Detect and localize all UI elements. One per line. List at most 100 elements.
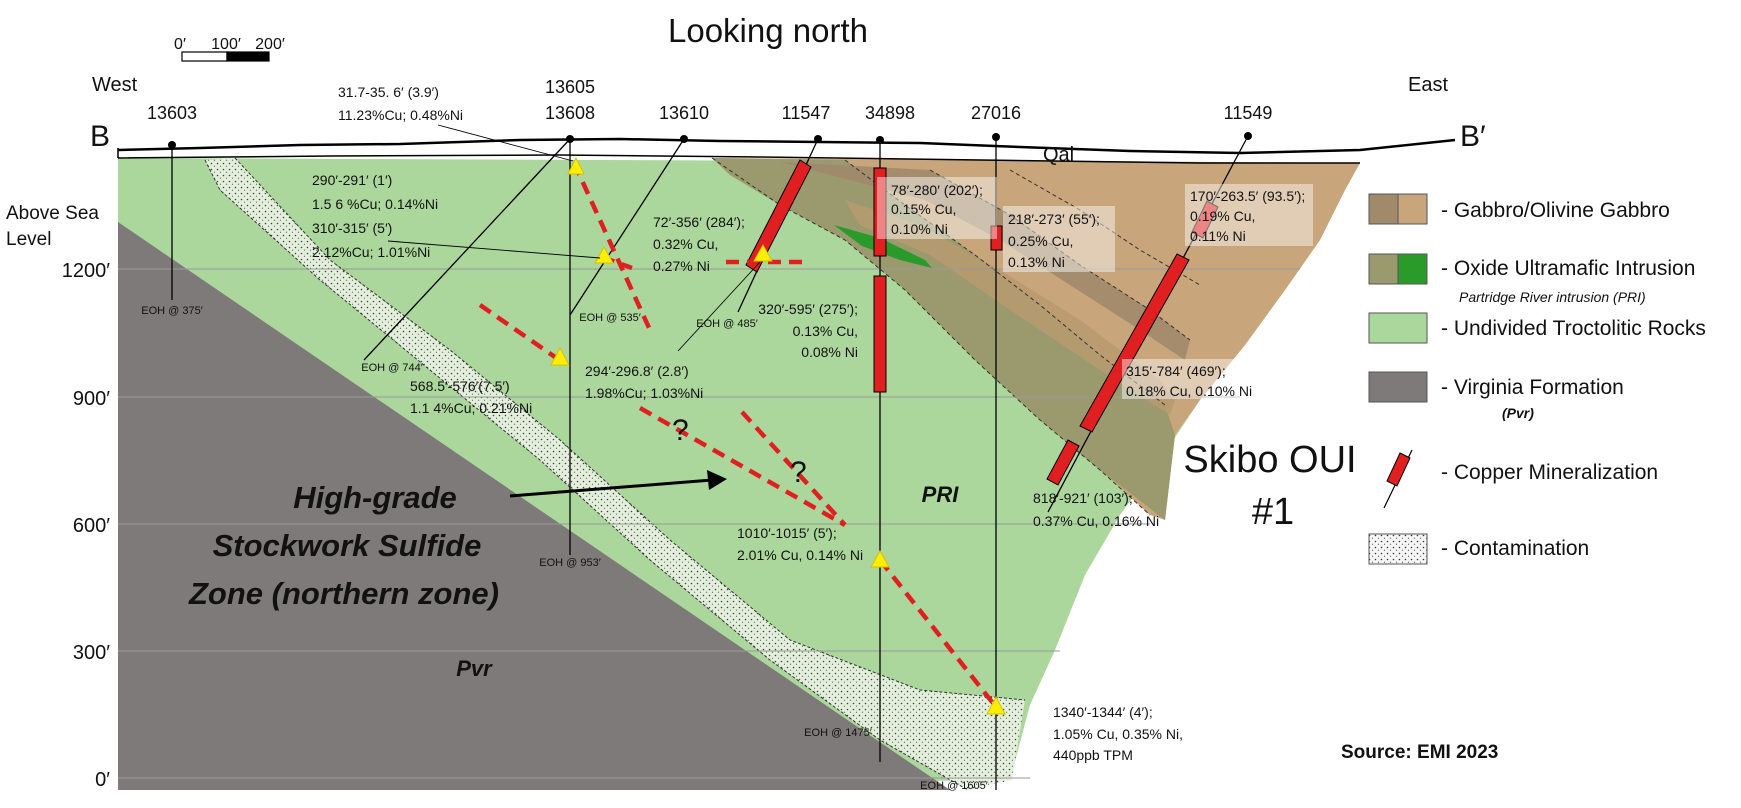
- intercept-2-line-1: 290′-291′ (1′): [312, 172, 392, 188]
- intercept-4: 78′-280′ (202′); 0.15% Cu, 0.10% Ni: [891, 182, 983, 237]
- legend-label-contamination: - Contamination: [1441, 537, 1589, 560]
- scale-tick-0: 0′: [174, 36, 186, 53]
- elevation-tick-0: 0′: [95, 769, 110, 791]
- hole-id-13610: 13610: [659, 103, 709, 123]
- intercept-2-line-3: 310′-315′ (5′): [312, 220, 392, 236]
- intercept-6-line-1: 170′-263.5′ (93.5′);: [1190, 188, 1305, 204]
- intercept-13-line-2: 1.05% Cu, 0.35% Ni,: [1053, 726, 1183, 742]
- eoh-34898: EOH @ 1475′: [804, 727, 872, 739]
- intercept-7-line-3: 0.08% Ni: [801, 344, 858, 360]
- intercept-13-line-3: 440ppb TPM: [1053, 747, 1133, 763]
- eoh-13608: EOH @ 953′: [539, 557, 601, 569]
- legend-item-contamination: - Contamination: [1368, 533, 1589, 565]
- intercept-4-line-3: 0.10% Ni: [891, 221, 948, 237]
- ground-surface: [117, 137, 1456, 155]
- intercept-5-line-1: 218′-273′ (55′);: [1008, 211, 1100, 227]
- intercept-1: 31.7-35. 6′ (3.9′) 11.23%Cu; 0.48%Ni: [338, 84, 463, 123]
- high-grade-intercept-markers: [550, 156, 1006, 715]
- hole-id-13605: 13605: [545, 77, 595, 97]
- intercept-6: 170′-263.5′ (93.5′); 0.19% Cu, 0.11% Ni: [1190, 188, 1305, 244]
- section-end-label: B′: [1460, 120, 1486, 153]
- title: Looking north: [668, 12, 868, 49]
- legend-item-oxide-ultramafic: - Oxide Ultramafic Intrusion Partridge R…: [1368, 253, 1695, 305]
- east-label: East: [1408, 74, 1448, 96]
- leader-lines: [387, 124, 761, 352]
- scale-tick-200: 200′: [255, 36, 285, 53]
- legend-sublabel-pvr: (Pvr): [1502, 405, 1534, 421]
- eoh-13605: EOH @ 744′: [361, 362, 423, 374]
- copper-mineralization-intervals: [745, 159, 1219, 486]
- intercept-10-line-2: 0.18% Cu, 0.10% Ni: [1126, 383, 1252, 399]
- contamination-band: [205, 158, 1025, 790]
- legend-item-gabbro: - Gabbro/Olivine Gabbro: [1368, 193, 1670, 225]
- eoh-11547: EOH @ 485′: [696, 318, 758, 330]
- legend-label-oxide-ultramafic: - Oxide Ultramafic Intrusion: [1441, 257, 1695, 280]
- hole-id-13608: 13608: [545, 103, 595, 123]
- legend-label-gabbro: - Gabbro/Olivine Gabbro: [1441, 199, 1670, 222]
- legend-item-copper: - Copper Mineralization: [1383, 449, 1658, 509]
- hole-id-11549: 11549: [1224, 103, 1273, 123]
- intercept-4-line-1: 78′-280′ (202′);: [891, 182, 983, 198]
- hole-id-13603: 13603: [147, 103, 197, 123]
- qal-label: Qal: [1043, 144, 1074, 166]
- elevation-tick-1200: 1200′: [62, 260, 110, 282]
- legend-item-virginia: - Virginia Formation (Pvr): [1368, 371, 1624, 421]
- hole-id-27016: 27016: [971, 103, 1021, 123]
- hole-id-34898: 34898: [865, 103, 915, 123]
- zone-label-line-3: Zone (northern zone): [188, 576, 499, 611]
- intercept-11-line-2: 0.37% Cu, 0.16% Ni: [1033, 513, 1159, 529]
- intercept-7: 320′-595′ (275′); 0.13% Cu, 0.08% Ni: [758, 301, 858, 360]
- eoh-13610: EOH @ 535′: [579, 312, 641, 324]
- elevation-tick-900: 900′: [73, 388, 110, 410]
- legend-item-troctolitic: - Undivided Troctolitic Rocks: [1368, 312, 1706, 344]
- scale-tick-100: 100′: [211, 36, 241, 53]
- virginia-formation: [118, 222, 950, 790]
- source-note: Source: EMI 2023: [1341, 742, 1498, 763]
- pri-label: PRI: [922, 482, 960, 507]
- intercept-3-line-3: 0.27% Ni: [653, 258, 710, 274]
- hole-id-11547: 11547: [782, 103, 831, 123]
- intercept-10-line-1: 315′-784′ (469′);: [1126, 363, 1226, 379]
- intercept-9-line-2: 1.98%Cu; 1.03%Ni: [585, 385, 703, 401]
- skibo-label-line-1: Skibo OUI: [1183, 439, 1356, 481]
- intercept-11: 818′-921′ (103′); 0.37% Cu, 0.16% Ni: [1033, 490, 1159, 529]
- intercept-9: 294′-296.8′ (2.8′) 1.98%Cu; 1.03%Ni: [585, 363, 703, 401]
- intercept-6-line-2: 0.19% Cu,: [1190, 208, 1255, 224]
- elevation-tick-300: 300′: [73, 642, 110, 664]
- elevation-axis-label-1: Above Sea: [6, 203, 99, 224]
- intercept-8-line-2: 1.1 4%Cu; 0.21%Ni: [410, 400, 532, 416]
- intercept-1-line-2: 11.23%Cu; 0.48%Ni: [338, 107, 463, 123]
- zone-arrow: [509, 470, 727, 498]
- question-mark-1: ?: [672, 414, 689, 447]
- intercept-10: 315′-784′ (469′); 0.18% Cu, 0.10% Ni: [1126, 363, 1252, 399]
- intercept-3-line-2: 0.32% Cu,: [653, 236, 718, 252]
- intercept-13-line-1: 1340′-1344′ (4′);: [1053, 704, 1153, 720]
- intercept-7-line-2: 0.13% Cu,: [793, 323, 858, 339]
- intercept-4-line-2: 0.15% Cu,: [891, 201, 956, 217]
- west-label: West: [92, 74, 138, 96]
- intercept-12-line-1: 1010′-1015′ (5′);: [737, 525, 837, 541]
- intercept-5-line-2: 0.25% Cu,: [1008, 233, 1073, 249]
- legend-label-virginia: - Virginia Formation: [1441, 376, 1624, 399]
- intercept-2-line-4: 2.12%Cu; 1.01%Ni: [312, 244, 430, 260]
- section-start-label: B: [90, 120, 110, 153]
- intercept-9-line-1: 294′-296.8′ (2.8′): [585, 363, 689, 379]
- intercept-13: 1340′-1344′ (4′); 1.05% Cu, 0.35% Ni, 44…: [1053, 704, 1183, 763]
- intercept-2-line-2: 1.5 6 %Cu; 0.14%Ni: [312, 196, 438, 212]
- intercept-12-line-2: 2.01% Cu, 0.14% Ni: [737, 547, 863, 563]
- label-backgrounds: [877, 177, 1313, 399]
- intercept-7-line-1: 320′-595′ (275′);: [758, 301, 858, 317]
- intercept-8-line-1: 568.5′-576′(7.5′): [410, 378, 510, 394]
- intercept-8: 568.5′-576′(7.5′) 1.1 4%Cu; 0.21%Ni: [410, 378, 532, 416]
- intercept-1-line-1: 31.7-35. 6′ (3.9′): [338, 84, 439, 100]
- question-mark-2: ?: [790, 456, 807, 489]
- intercept-2: 290′-291′ (1′) 1.5 6 %Cu; 0.14%Ni 310′-3…: [312, 172, 438, 260]
- intercept-12: 1010′-1015′ (5′); 2.01% Cu, 0.14% Ni: [737, 525, 863, 563]
- collar-points: [168, 132, 1252, 149]
- legend-label-troctolitic: - Undivided Troctolitic Rocks: [1441, 317, 1706, 340]
- scale-bar: 0′ 100′ 200′: [174, 36, 285, 62]
- intercept-11-line-1: 818′-921′ (103′);: [1033, 490, 1133, 506]
- elevation-tick-600: 600′: [73, 515, 110, 537]
- legend: - Gabbro/Olivine Gabbro - Oxide Ultramaf…: [1368, 193, 1706, 565]
